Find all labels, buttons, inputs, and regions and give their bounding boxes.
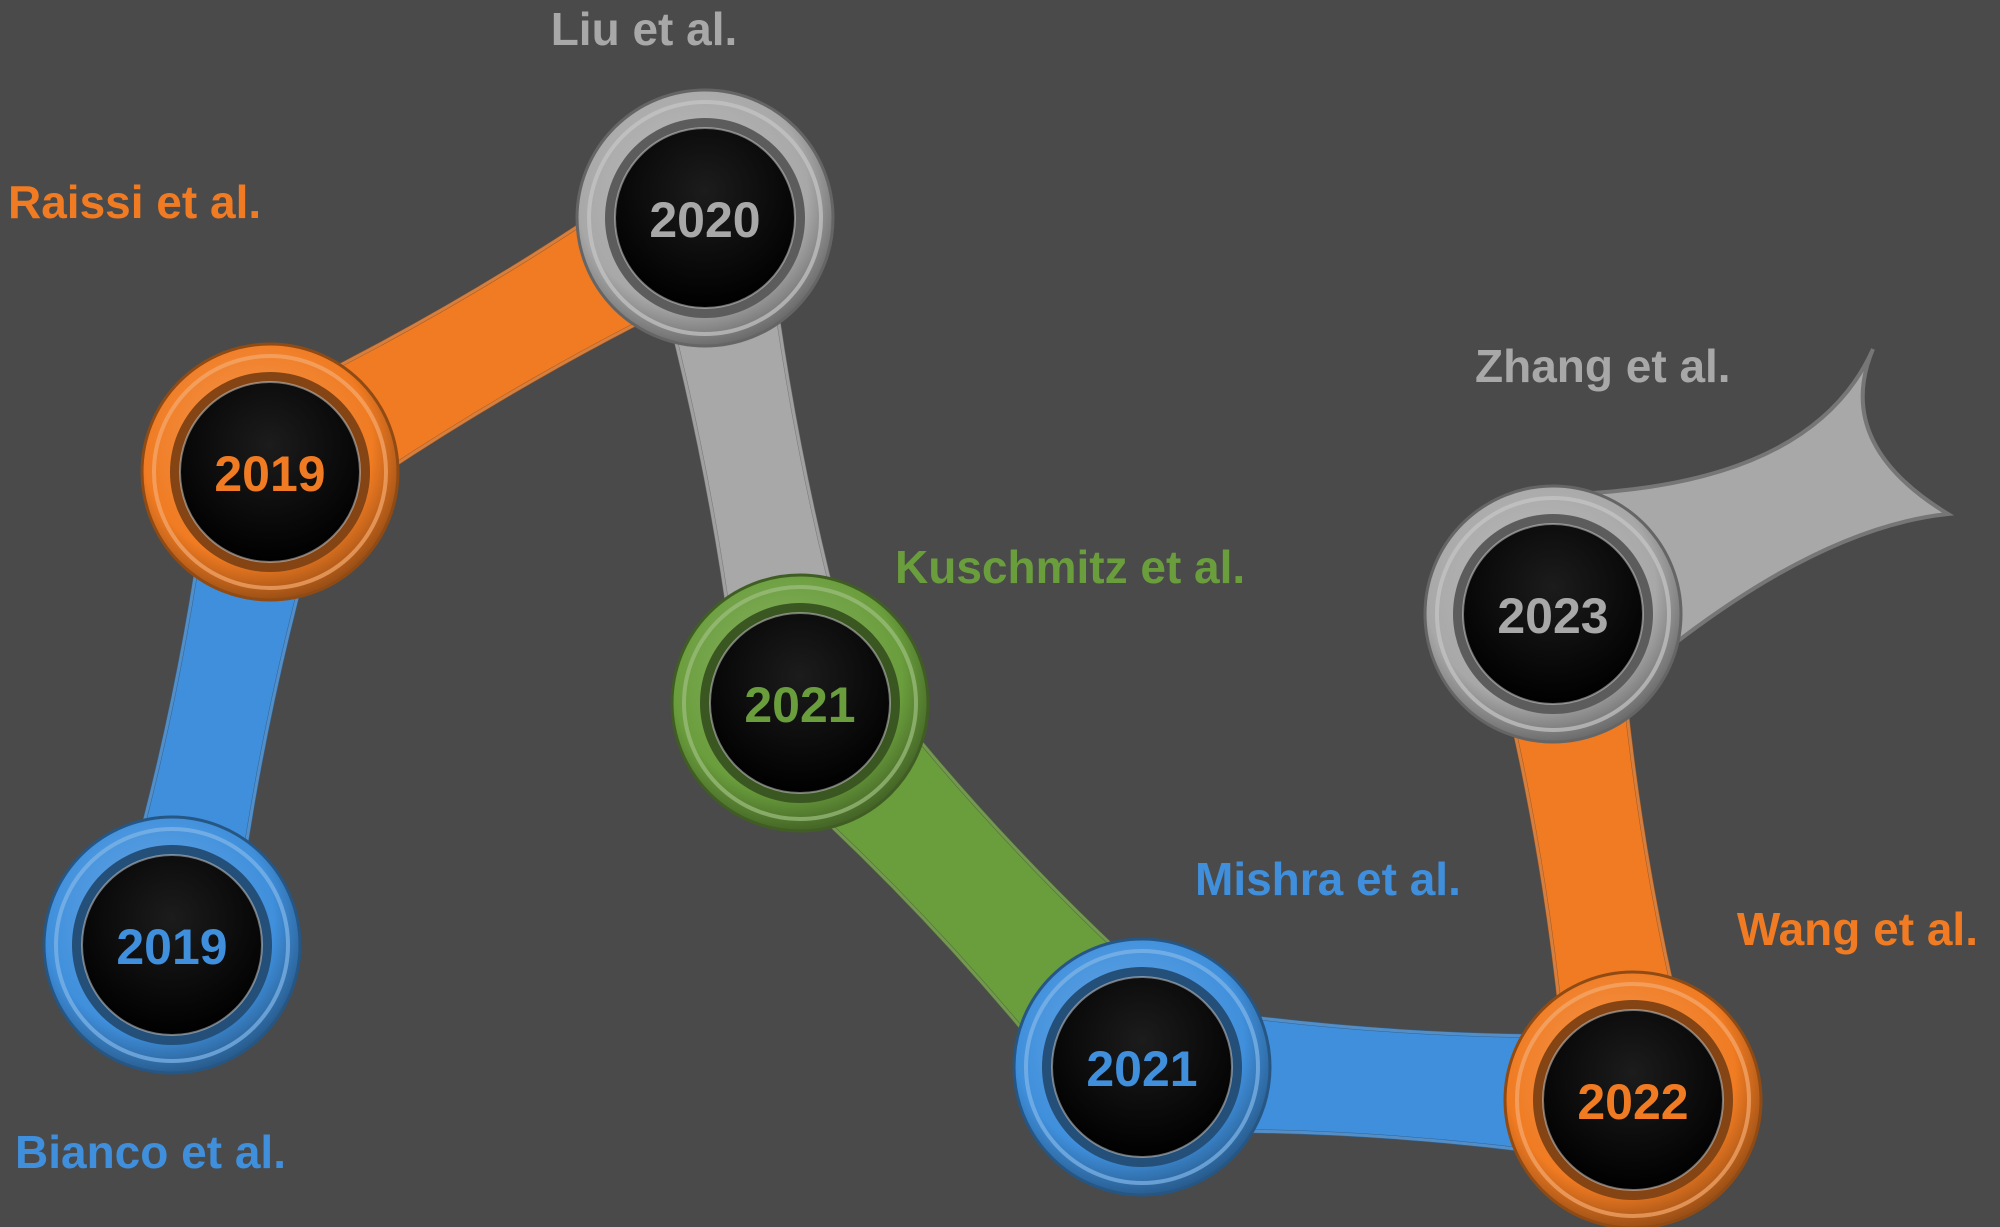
node-center xyxy=(81,854,263,1036)
year-nodes: 2019 2019 2020 2021 2021 2022 2023 xyxy=(42,88,1763,1227)
node-center xyxy=(709,612,891,794)
author-label-bianco: Bianco et al. xyxy=(15,1126,286,1178)
year-node-liu: 2020 xyxy=(575,88,835,348)
node-ring-highlight xyxy=(152,354,388,590)
year-node-mishra: 2021 xyxy=(1012,937,1272,1197)
year-label: 2019 xyxy=(214,446,325,502)
author-label-raissi: Raissi et al. xyxy=(8,176,261,228)
year-node-wang: 2022 xyxy=(1503,970,1763,1227)
node-center xyxy=(1051,976,1233,1158)
year-node-kuschmitz: 2021 xyxy=(670,573,930,833)
node-center xyxy=(179,381,361,563)
node-ring-highlight xyxy=(1024,949,1260,1185)
author-labels: Bianco et al. Raissi et al. Liu et al. Kusc… xyxy=(8,3,1978,1178)
author-label-kuschmitz: Kuschmitz et al. xyxy=(895,541,1245,593)
node-center xyxy=(1462,523,1644,705)
node-ring-highlight xyxy=(54,827,290,1063)
author-label-mishra: Mishra et al. xyxy=(1195,853,1461,905)
year-label: 2019 xyxy=(116,919,227,975)
author-label-wang: Wang et al. xyxy=(1737,903,1978,955)
year-label: 2020 xyxy=(649,192,760,248)
year-node-raissi: 2019 xyxy=(140,342,400,602)
node-center xyxy=(1542,1009,1724,1191)
node-ring-highlight xyxy=(587,100,823,336)
year-label: 2021 xyxy=(744,677,855,733)
year-label: 2022 xyxy=(1577,1074,1688,1130)
author-label-liu: Liu et al. xyxy=(551,3,738,55)
year-node-bianco: 2019 xyxy=(42,815,302,1075)
node-ring-highlight xyxy=(1435,496,1671,732)
node-center xyxy=(614,127,796,309)
year-node-zhang: 2023 xyxy=(1423,484,1683,744)
node-ring-highlight xyxy=(682,585,918,821)
year-label: 2021 xyxy=(1086,1041,1197,1097)
author-label-zhang: Zhang et al. xyxy=(1475,340,1731,392)
year-label: 2023 xyxy=(1497,588,1608,644)
node-ring-highlight xyxy=(1515,982,1751,1218)
